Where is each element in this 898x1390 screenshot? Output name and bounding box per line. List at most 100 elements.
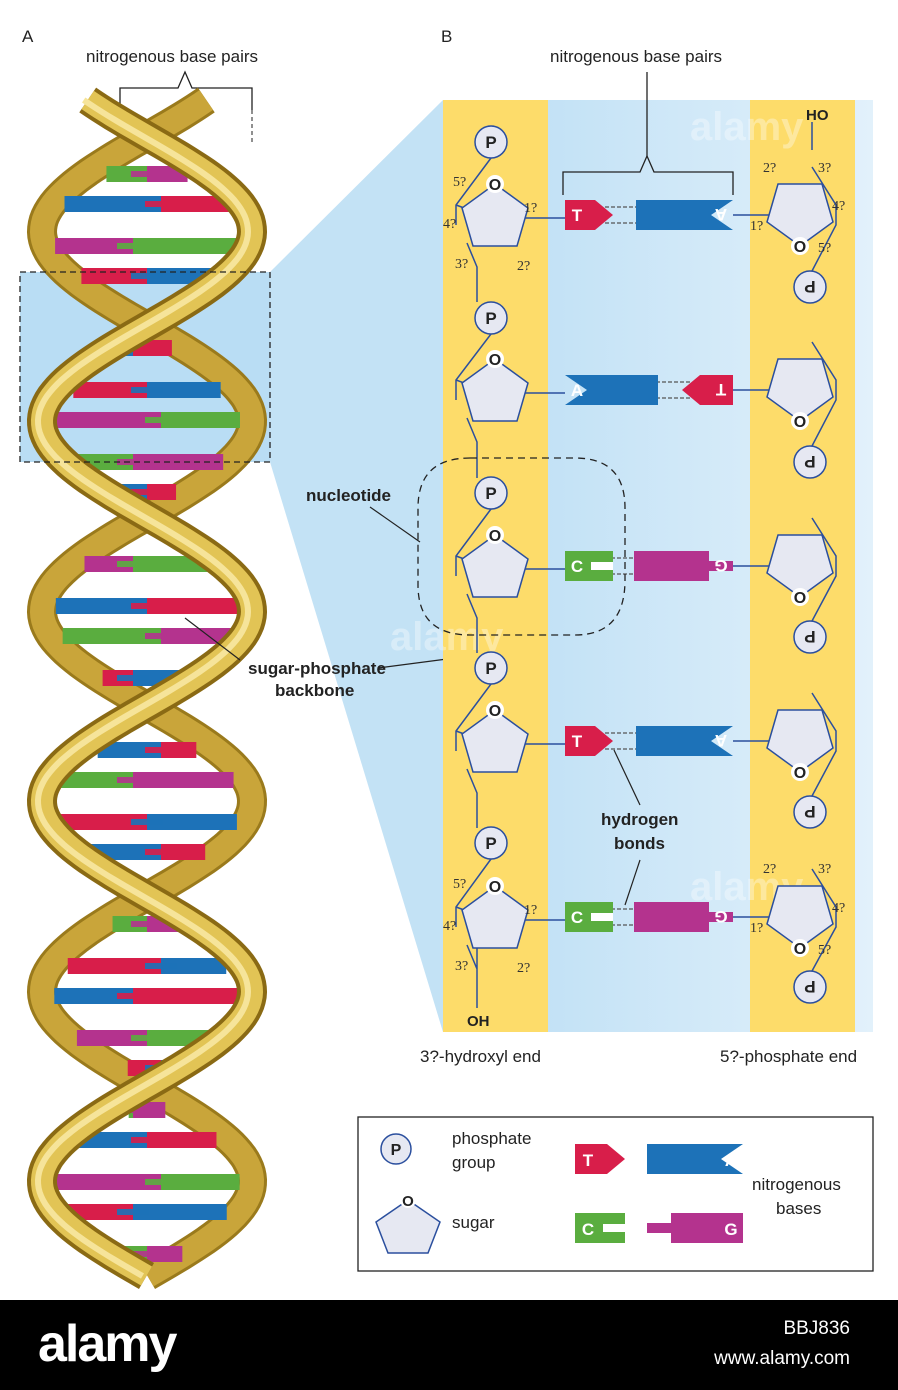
- base-left-c: C: [565, 551, 613, 581]
- helix-base-joint: [145, 849, 177, 855]
- right-phosphate-3-letter: P: [804, 627, 815, 646]
- helix-base-joint: [117, 675, 149, 681]
- left-sugar-2-oxygen-bg: [486, 350, 504, 368]
- right-sugar-1-oxygen: O: [794, 239, 806, 256]
- left-sugar-3: [461, 534, 529, 598]
- right-sugar-4-oxygen: O: [794, 765, 806, 782]
- left-sugar-1: [461, 183, 529, 247]
- right-sugar-3: [766, 534, 834, 598]
- right-phosphate-3: [793, 620, 827, 654]
- watermark-group: alamy alamy alamy: [390, 105, 804, 909]
- legend-cytosine: [575, 1213, 625, 1243]
- base-left-a-shape: [565, 375, 658, 405]
- carbon-labels: 5?4?3?2?1?5?4?3?2?1?2?3?4?1?5?2?3?4?1?5?: [443, 161, 845, 976]
- helix-front-highlight: [34, 97, 252, 1279]
- helix-base-joint: [131, 819, 163, 825]
- right-sugar-5: [766, 885, 834, 949]
- helix-base-joint: [117, 243, 149, 249]
- left-phosphate-3-letter: P: [485, 484, 496, 503]
- legend-adenine-letter: A: [725, 1151, 737, 1170]
- footer-logo: alamy: [38, 1315, 177, 1373]
- carbon-label: 1?: [524, 903, 537, 918]
- left-strand-path: [455, 157, 492, 1008]
- helix-base-joint: [145, 747, 177, 753]
- left-sugar-5: [461, 885, 529, 949]
- hydrogen-label-1: hydrogen: [601, 810, 678, 829]
- carbon-label: 3?: [818, 161, 831, 176]
- phosphate-end-label: 5?-phosphate end: [720, 1047, 857, 1066]
- base-left-t-letter: T: [572, 206, 583, 225]
- base-left-t-letter: T: [572, 732, 583, 751]
- footer-url: www.alamy.com: [714, 1348, 850, 1369]
- backbone-label-2: backbone: [275, 681, 354, 700]
- helix-base-bar: [147, 1132, 217, 1148]
- base-left-a: A: [565, 375, 658, 405]
- base-left-c-slot: [591, 913, 613, 921]
- carbon-label: 5?: [453, 175, 466, 190]
- left-sugar-1-oxygen: O: [489, 177, 501, 194]
- base-left-c-slot: [591, 562, 613, 570]
- left-sugar-2-oxygen: O: [489, 352, 501, 369]
- right-sugar-1-oxygen-bg: [791, 237, 809, 255]
- base-right-a-shape: [636, 726, 733, 756]
- helix-base-bar: [161, 844, 206, 860]
- helix-front-strand: [26, 87, 268, 1289]
- helix-base-joint: [117, 777, 149, 783]
- right-sugar-5-oxygen: O: [794, 941, 806, 958]
- helix-base-bar: [60, 772, 133, 788]
- legend-thymine-shape: [575, 1144, 625, 1174]
- ho-label: HO: [806, 107, 829, 124]
- panel-b: B nitrogenous base pairs alamy alamy ala…: [306, 27, 873, 1066]
- right-strand-path: [811, 122, 837, 972]
- legend-phosphate-icon: [380, 1133, 412, 1165]
- right-phosphate-2-letter: P: [804, 452, 815, 471]
- left-sugar-2: [461, 358, 529, 422]
- helix-base-bar: [73, 382, 147, 398]
- helix-base-bar: [54, 412, 161, 428]
- helix-base-joint: [131, 1137, 163, 1143]
- legend-sugar-label: sugar: [452, 1213, 495, 1232]
- right-strand: [733, 122, 837, 972]
- helix-base-bar: [161, 1174, 240, 1190]
- base-left-t-shape: [565, 726, 613, 756]
- helix-base-bar: [133, 556, 210, 572]
- carbon-label: 2?: [763, 862, 776, 877]
- left-sugar-4: [461, 709, 529, 773]
- helix-base-joint: [131, 921, 163, 927]
- left-sugar-1-oxygen-bg: [486, 175, 504, 193]
- panel-a-base-pairs-label: nitrogenous base pairs: [86, 47, 258, 66]
- helix-base-bar: [67, 1204, 133, 1220]
- legend-thymine: [575, 1144, 625, 1174]
- base-right-g-shape: [634, 551, 709, 581]
- helix-base-bar: [147, 1246, 183, 1262]
- helix-base-joint: [145, 201, 177, 207]
- base-right-g: G: [634, 902, 733, 932]
- helix-base-bar: [133, 238, 239, 254]
- panel-a: A nitrogenous base pairs sugar-phosphate…: [19, 27, 471, 1289]
- left-sugar-4-oxygen: O: [489, 703, 501, 720]
- left-phosphate-5: [474, 826, 508, 860]
- carbon-label: 1?: [750, 219, 763, 234]
- legend-adenine-shape: [647, 1144, 743, 1174]
- base-right-a: A: [636, 726, 733, 756]
- backbone-label-1: sugar-phosphate: [248, 659, 386, 678]
- right-sugar-4-oxygen-bg: [791, 763, 809, 781]
- left-phosphate-1-letter: P: [485, 133, 496, 152]
- legend-cytosine-slot: [603, 1224, 625, 1232]
- panel-a-label: A: [22, 27, 34, 46]
- left-sugar-5-oxygen: O: [489, 879, 501, 896]
- legend-thymine-letter: T: [583, 1151, 594, 1170]
- carbon-label: 3?: [455, 959, 468, 974]
- base-right-a: A: [636, 200, 733, 230]
- helix-base-bar: [161, 958, 227, 974]
- zoom-projection: [270, 100, 443, 1032]
- helix-base-bar: [133, 772, 234, 788]
- left-phosphate-1: [474, 125, 508, 159]
- helix-base-bar: [55, 238, 133, 254]
- right-sugar-4: [766, 709, 834, 773]
- base-left-c-letter: C: [571, 557, 583, 576]
- helix-base-bar: [147, 598, 239, 614]
